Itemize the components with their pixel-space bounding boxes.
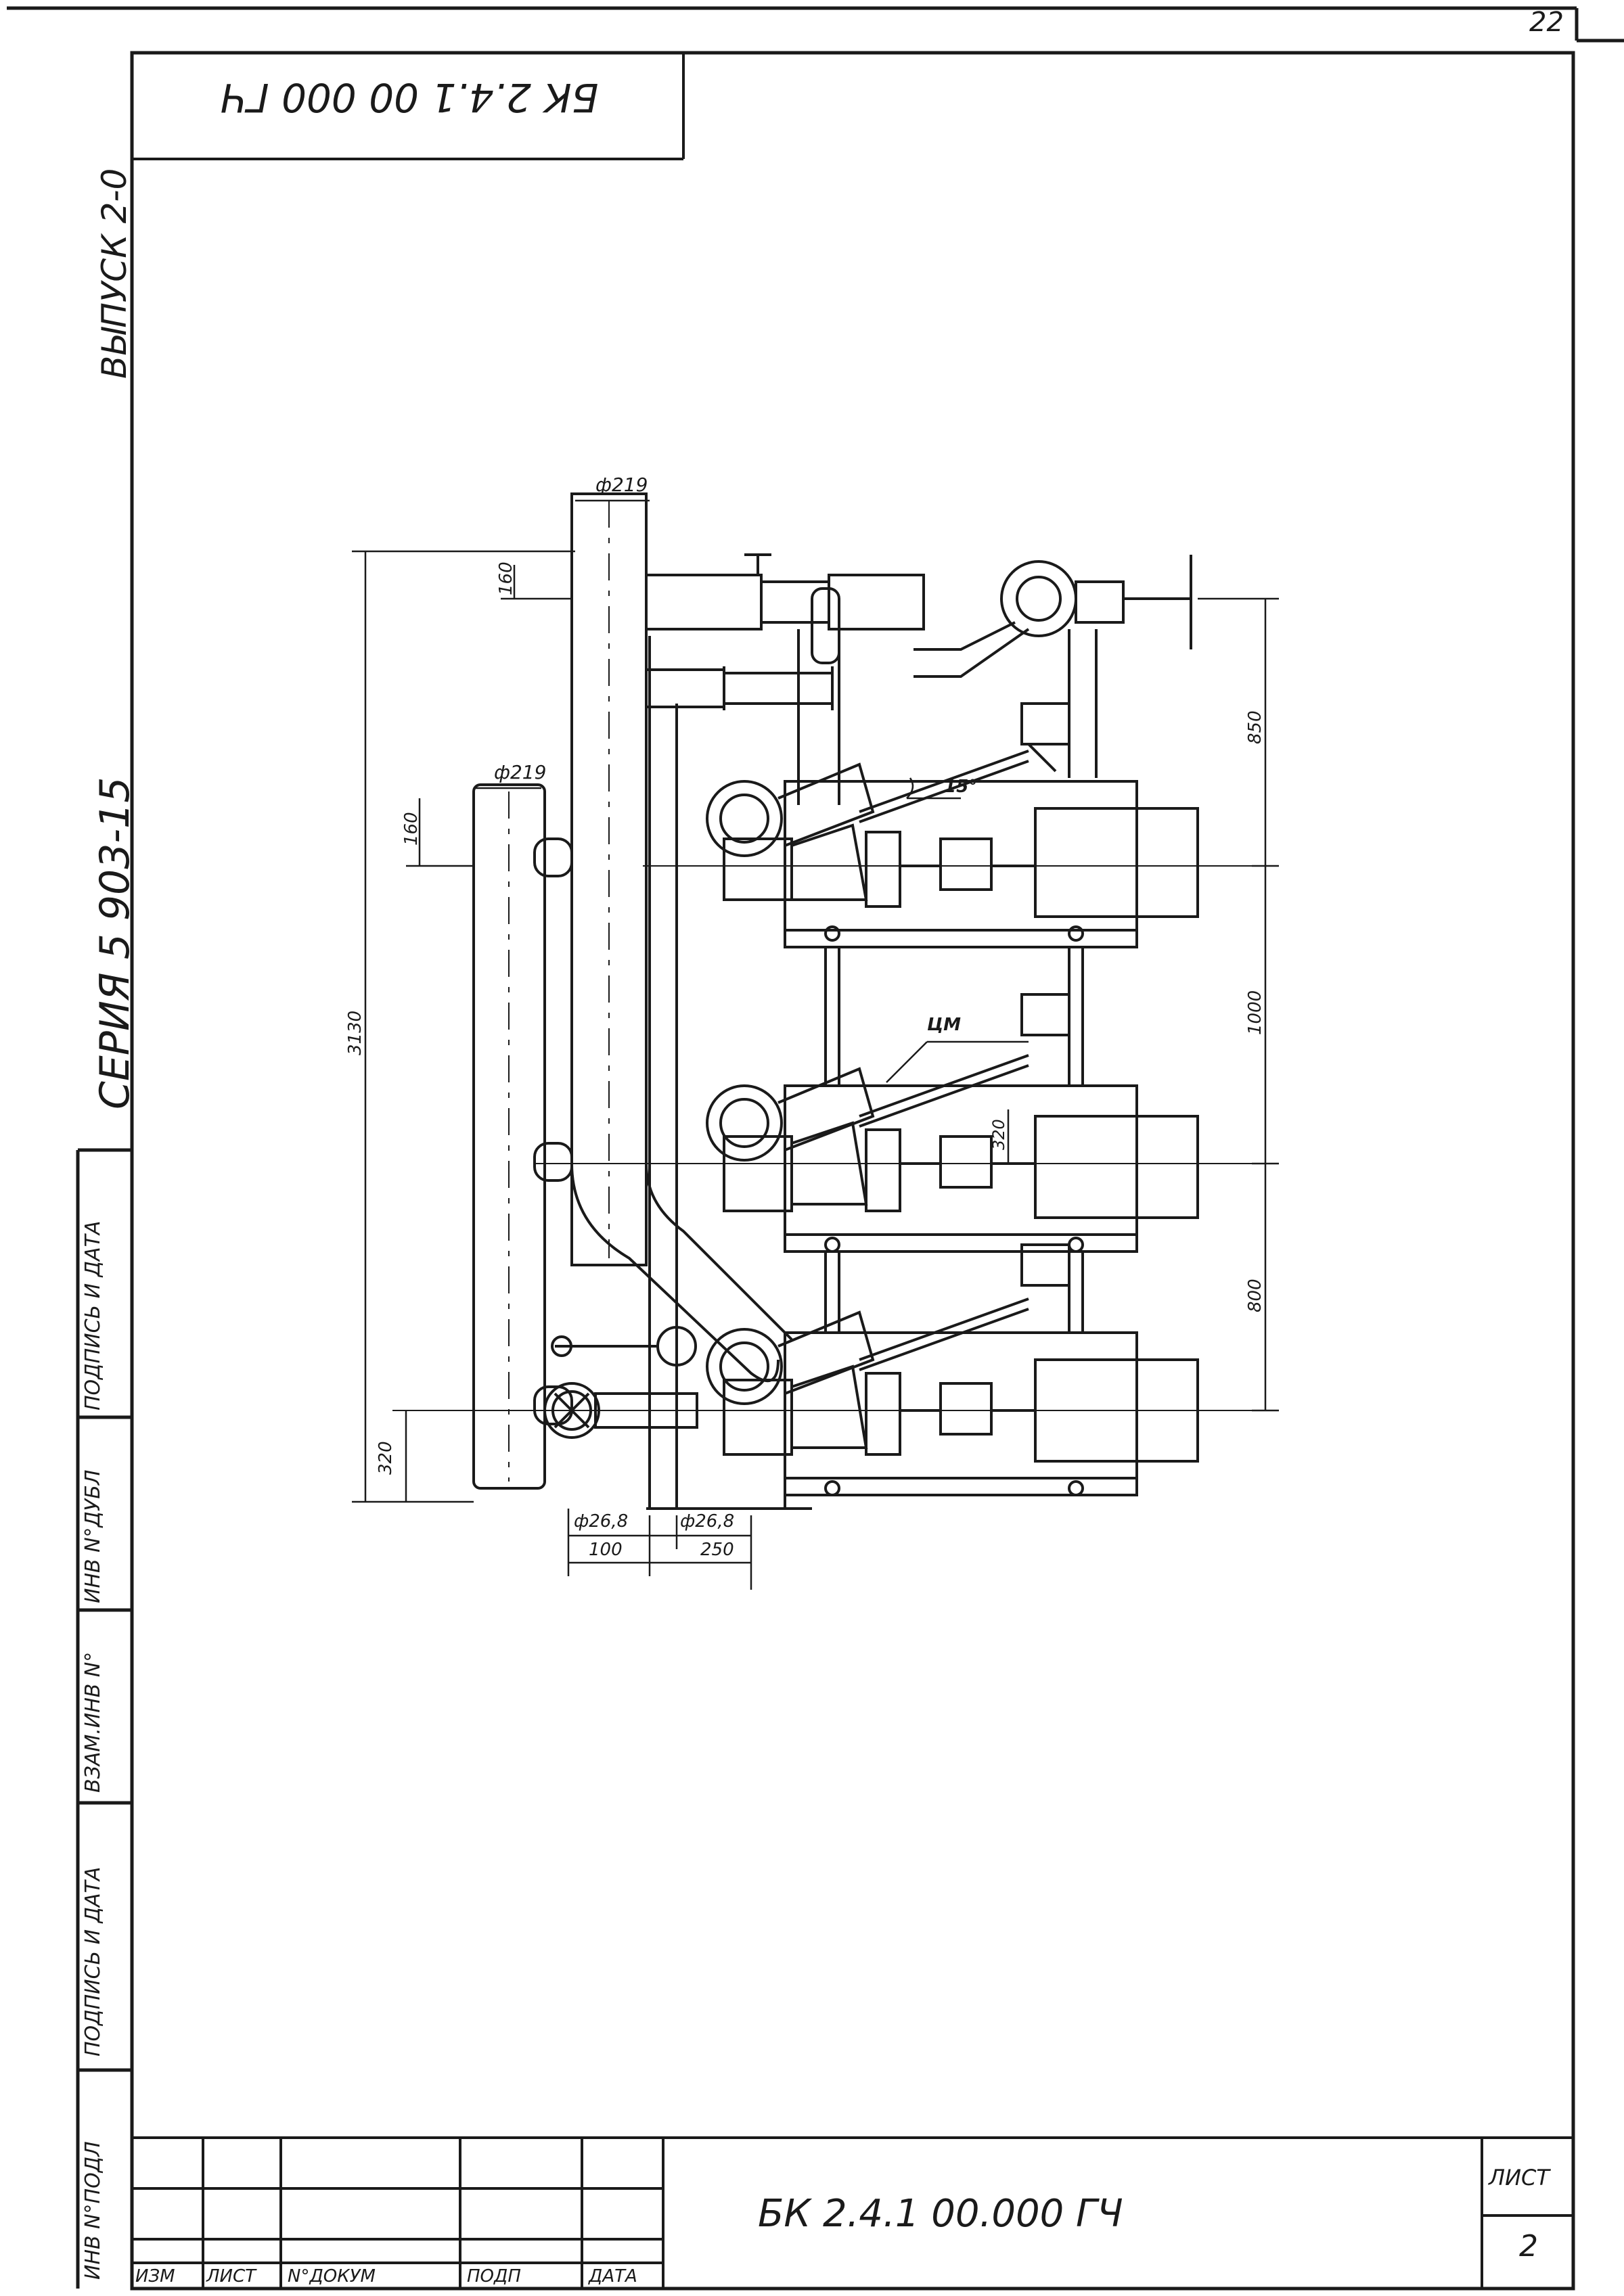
dim-d219-mid: ф219 xyxy=(494,761,547,783)
dim-320-mid: 320 xyxy=(989,1119,1008,1150)
dim-1000: 1000 xyxy=(1245,990,1265,1035)
stamp-signature-date-1: ПОДПИСЬ И ДАТА xyxy=(81,1866,105,2057)
dim-angle: 15° xyxy=(944,777,978,797)
tb-sheet-value: 2 xyxy=(1519,2229,1538,2264)
pump-unit-3 xyxy=(392,1243,1272,1496)
series-label: СЕРИЯ 5 903-15 xyxy=(91,777,139,1109)
dim-d219-top: ф219 xyxy=(595,474,648,496)
stamp-vzam-inv: ВЗАМ.ИНВ N° xyxy=(81,1651,105,1793)
stamp-signature-date-2: ПОДПИСЬ И ДАТА xyxy=(81,1220,105,1410)
issue-label: ВЫПУСК 2-0 xyxy=(95,168,134,379)
stamp-inv-dubl: ИНВ N°ДУБЛ xyxy=(81,1469,105,1603)
tb-designation: БК 2.4.1 00.000 ГЧ xyxy=(758,2192,1123,2236)
tb-header-sign: ПОДП xyxy=(467,2266,521,2287)
dimension-lines xyxy=(352,499,1279,1590)
dim-160-mid: 160 xyxy=(401,812,422,846)
dim-100: 100 xyxy=(589,1540,623,1560)
tb-sheet-label: ЛИСТ xyxy=(1489,2165,1550,2190)
dim-320-bottom: 320 xyxy=(376,1441,396,1475)
sheet-frame xyxy=(7,6,1624,2291)
stamp-inv-podl: ИНВ N°ПОДЛ xyxy=(81,2141,105,2280)
dim-d26-2: ф26,8 xyxy=(680,1511,735,1532)
page-number: 22 xyxy=(1529,7,1564,38)
title-block-lines xyxy=(132,2136,1573,2289)
tb-header-list: ЛИСТ xyxy=(206,2266,256,2287)
tb-header-doc: N°ДОКУМ xyxy=(288,2266,376,2287)
pump-assembly xyxy=(392,492,1272,1510)
pump-unit-2 xyxy=(535,946,1272,1253)
dim-3130: 3130 xyxy=(345,1010,365,1055)
dim-850: 850 xyxy=(1245,710,1265,744)
tb-header-date: ДАТА xyxy=(589,2266,637,2287)
dim-160-top: 160 xyxy=(496,561,516,595)
pump-unit-1 xyxy=(643,702,1272,948)
mirrored-code: БК 2.4.1 00 000 ГЧ xyxy=(220,74,599,120)
tb-header-izm: ИЗМ xyxy=(135,2266,175,2287)
dim-d26-1: ф26,8 xyxy=(574,1511,629,1532)
dim-250: 250 xyxy=(700,1540,734,1560)
code-box xyxy=(132,53,685,160)
dim-800: 800 xyxy=(1245,1279,1265,1312)
dim-cm: ЦМ xyxy=(927,1015,961,1035)
